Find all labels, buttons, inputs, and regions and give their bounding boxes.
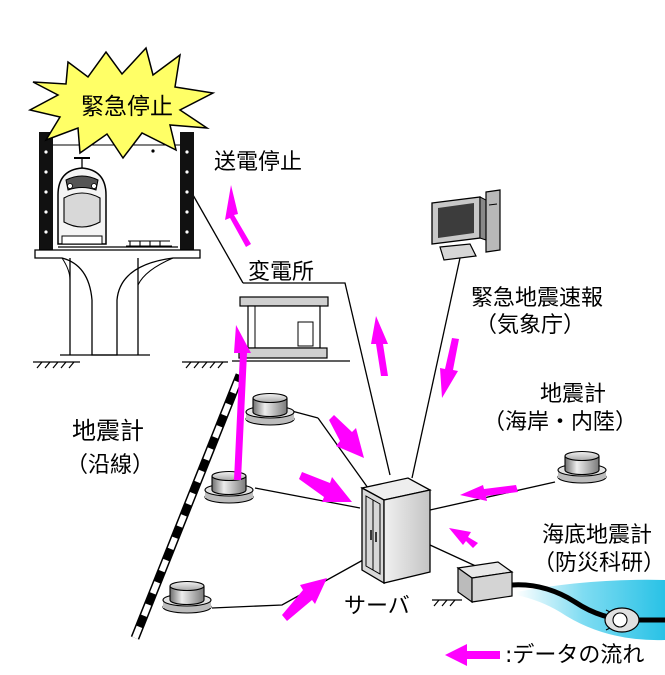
seismometer-icon [204, 470, 254, 504]
substation-label: 変電所 [248, 260, 315, 285]
seismometer-icon [245, 392, 295, 426]
trackside-seismometer-label: 地震計 [72, 417, 144, 445]
power-stop-label: 送電停止 [214, 150, 303, 175]
arrow-eew-to-server [440, 338, 459, 398]
arrow-seismometer-to-server [329, 415, 364, 458]
seafloor-sensor-icon [604, 607, 640, 633]
emergency-stop-label: 緊急停止 [81, 94, 173, 120]
computer-icon [431, 189, 501, 261]
arrow-seismometer-to-server [282, 578, 327, 621]
eew-org-label: （気象庁） [475, 313, 586, 338]
arrow-to-power-stop [225, 185, 251, 247]
coastal-seismometer-sub-label: （海岸・内陸） [483, 410, 638, 435]
viaduct [34, 132, 201, 356]
arrow-server-to-substation [371, 316, 388, 376]
emergency-stop-burst [27, 46, 216, 160]
trackside-seismometer-sub-label: （沿線） [66, 453, 155, 478]
seafloor-seismometer-sub-label: （防災科研） [533, 551, 665, 576]
legend-label: :データの流れ [505, 643, 645, 668]
rail-track-right [126, 240, 172, 247]
arrow-coastal-to-server [460, 485, 518, 501]
seafloor-seismometer-label: 海底地震計 [542, 523, 653, 548]
arrow-to-substation [234, 325, 251, 480]
trackside-slope [130, 373, 245, 640]
legend-arrow [445, 644, 500, 666]
arrow-seismometer-to-server [299, 472, 352, 502]
connection-lines [192, 194, 556, 609]
eew-title-label: 緊急地震速報 [471, 286, 604, 311]
seismometer-icon [557, 450, 607, 484]
coastal-seismometer-label: 地震計 [540, 382, 607, 407]
arrow-seafloor-to-server [449, 528, 478, 548]
data-flow-arrows [225, 185, 518, 666]
server-label: サーバ [344, 594, 410, 619]
server-icon [360, 477, 432, 585]
ground-hatching [33, 360, 462, 607]
seafloor-box-icon [456, 561, 514, 604]
substation-building [238, 296, 329, 359]
shinkansen-train [57, 157, 107, 245]
seismometer-icon [162, 580, 212, 614]
